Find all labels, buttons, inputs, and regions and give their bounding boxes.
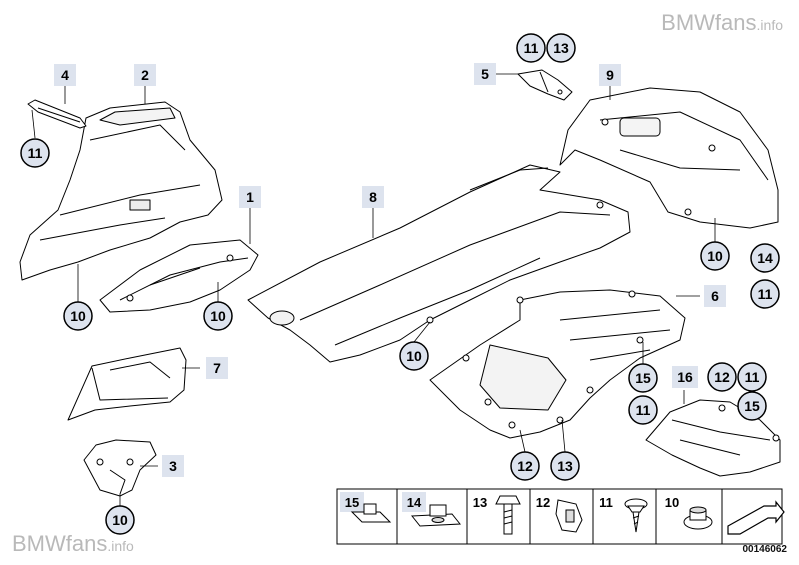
circle-callout-11: 11 (750, 279, 780, 309)
svg-text:11: 11 (745, 369, 760, 385)
clip-nut-icon (410, 504, 462, 527)
svg-text:12: 12 (536, 495, 550, 510)
svg-text:13: 13 (557, 458, 573, 474)
circle-callout-11: 11 (628, 395, 658, 425)
grommet-nut-icon (683, 506, 713, 530)
tunnel-shield-part-8 (247, 164, 631, 363)
circle-callout-11: 11 (737, 362, 767, 392)
watermark-bottom: BMWfans.info (12, 531, 134, 556)
spring-nut-icon (350, 503, 392, 523)
expanding-nut-icon (555, 499, 583, 533)
callout-3: 3 (162, 455, 184, 477)
svg-text:15: 15 (744, 398, 760, 414)
circle-callout-11: 11 (516, 33, 546, 63)
circle-callout-14: 14 (750, 243, 780, 273)
svg-text:10: 10 (665, 495, 679, 510)
legend-item-15: 15 (340, 492, 392, 523)
screw-washer-icon (624, 498, 648, 533)
svg-text:15: 15 (635, 370, 651, 386)
svg-text:15: 15 (345, 495, 359, 510)
svg-text:11: 11 (636, 402, 651, 418)
svg-text:7: 7 (213, 360, 221, 376)
svg-text:9: 9 (606, 67, 614, 83)
svg-text:3: 3 (169, 458, 177, 474)
svg-text:10: 10 (112, 512, 128, 528)
svg-text:14: 14 (757, 250, 773, 266)
circle-callout-10: 10 (105, 505, 135, 535)
svg-text:11: 11 (599, 495, 613, 510)
svg-text:12: 12 (517, 458, 533, 474)
circle-callout-10: 10 (399, 341, 429, 371)
heat-shield-part-2 (19, 101, 223, 281)
watermark-top: BMWfans.info (661, 10, 783, 35)
svg-text:14: 14 (407, 495, 422, 510)
circle-callout-15: 15 (737, 391, 767, 421)
circle-callout-10: 10 (700, 241, 730, 271)
svg-text:4: 4 (61, 67, 69, 83)
diagram-part-number: 00146062 (742, 544, 788, 555)
circle-callout-13: 13 (550, 451, 580, 481)
circle-callout-12: 12 (510, 451, 540, 481)
callout-2: 2 (134, 64, 156, 86)
legend-item-11: 11 (599, 495, 648, 533)
legend-item-13: 13 (473, 495, 521, 535)
underbody-plate-part-6 (429, 289, 686, 439)
circle-callout-15: 15 (628, 363, 658, 393)
svg-text:10: 10 (210, 308, 226, 324)
callout-7: 7 (206, 357, 228, 379)
circle-callout-10: 10 (203, 301, 233, 331)
svg-text:11: 11 (758, 286, 773, 302)
hex-bolt-icon (495, 495, 521, 535)
svg-text:2: 2 (141, 67, 149, 83)
callout-8: 8 (362, 186, 384, 208)
svg-text:10: 10 (70, 308, 86, 324)
svg-text:13: 13 (553, 40, 569, 56)
leader-lines (31, 73, 716, 506)
svg-text:10: 10 (406, 348, 422, 364)
mount-part-3 (83, 439, 157, 497)
svg-text:12: 12 (714, 369, 730, 385)
circle-callout-13: 13 (546, 33, 576, 63)
clip-part-5 (517, 69, 573, 101)
svg-text:13: 13 (473, 495, 487, 510)
svg-text:6: 6 (711, 288, 719, 304)
bracket-part-4 (27, 99, 87, 129)
callout-1: 1 (239, 186, 261, 208)
svg-text:16: 16 (677, 369, 693, 385)
hardware-legend: 15 14 13 12 (336, 488, 785, 545)
heat-shield-part-1 (99, 239, 259, 313)
svg-text:11: 11 (28, 145, 43, 161)
svg-text:1: 1 (246, 189, 254, 205)
callout-9: 9 (599, 64, 621, 86)
legend-item-10: 10 (665, 495, 713, 530)
callout-16: 16 (672, 366, 698, 388)
circle-callout-10: 10 (63, 301, 93, 331)
circle-callout-11: 11 (20, 138, 50, 168)
svg-text:10: 10 (707, 248, 723, 264)
callout-4: 4 (54, 64, 76, 86)
callout-5: 5 (474, 63, 496, 85)
legend-item-12: 12 (536, 495, 583, 533)
heat-shield-part-7 (67, 347, 187, 421)
circle-callout-12: 12 (707, 362, 737, 392)
heat-shield-part-9 (559, 87, 779, 229)
svg-text:8: 8 (369, 189, 377, 205)
svg-text:11: 11 (524, 40, 539, 56)
legend-item-14: 14 (402, 492, 462, 527)
svg-text:5: 5 (481, 66, 489, 82)
callout-6: 6 (704, 285, 726, 307)
direction-arrow-icon (727, 500, 785, 535)
